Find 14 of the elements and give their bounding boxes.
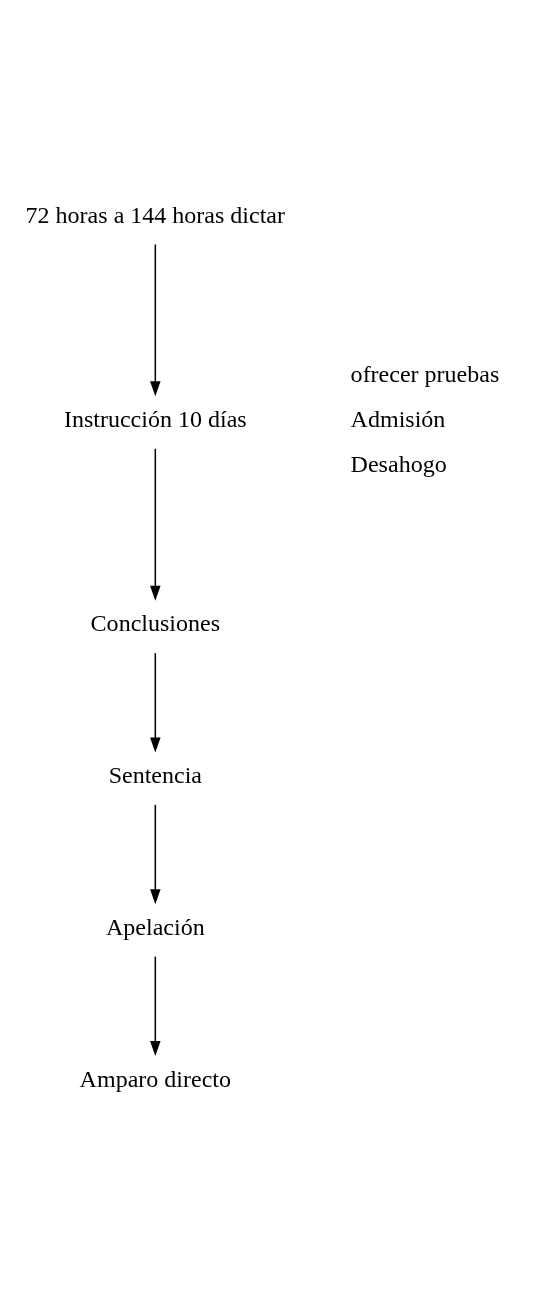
arrow (150, 955, 161, 1056)
node-text: Sentencia (108, 761, 202, 788)
node-text: Amparo directo (79, 1065, 232, 1092)
node-text: Apelación (105, 913, 205, 940)
arrow (150, 447, 161, 601)
node-text: Instrucción 10 días (63, 405, 247, 432)
node-text: Conclusiones (90, 609, 221, 636)
label: ofrecer pruebas (350, 360, 500, 387)
arrow (150, 243, 161, 396)
label: Desahogo (350, 450, 447, 477)
arrow (150, 651, 161, 753)
arrow (150, 803, 161, 904)
label: Admisión (350, 405, 446, 432)
node-text: 72 horas a 144 horas dictar (25, 201, 286, 228)
